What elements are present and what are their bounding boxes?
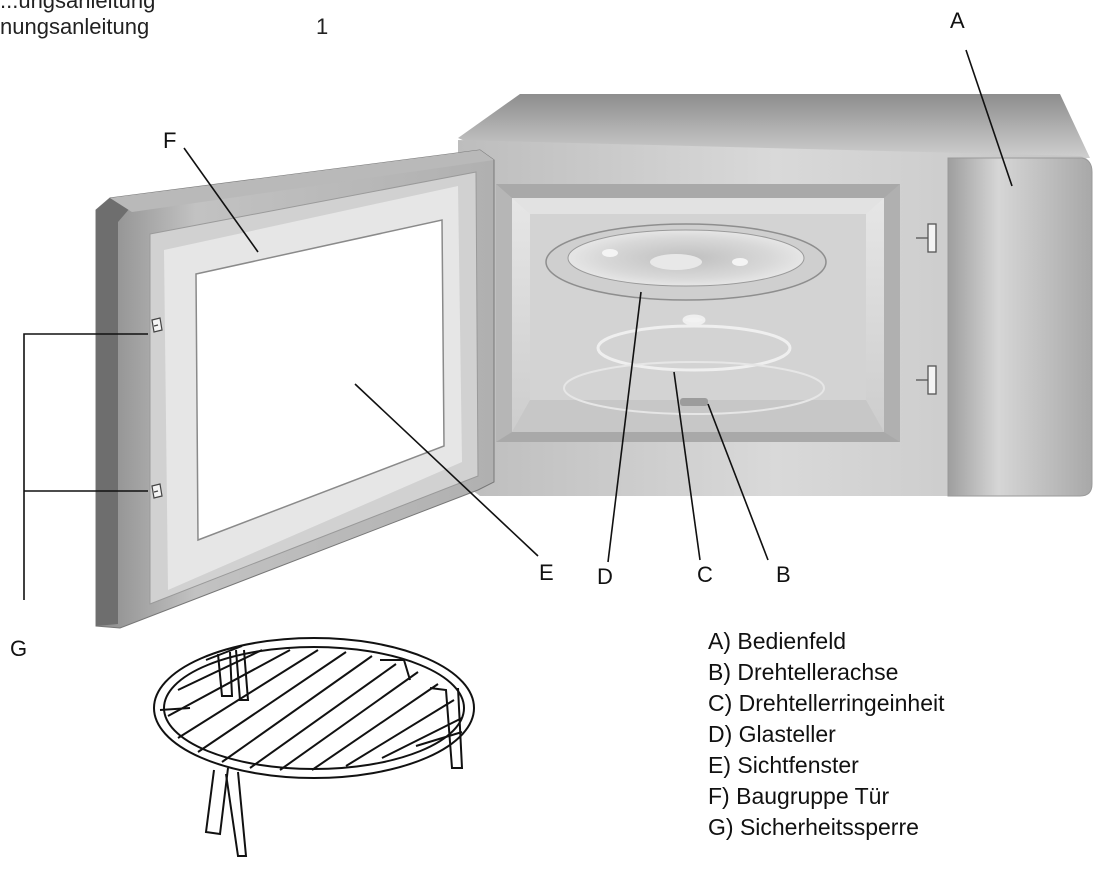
turntable-ring (563, 314, 825, 415)
body-top-surface (458, 94, 1090, 158)
legend-item-d: D) Glasteller (708, 721, 836, 747)
callout-f: F (163, 128, 177, 153)
glass-plate (545, 223, 827, 301)
wire-rack (153, 637, 475, 857)
callout-b: B (776, 562, 791, 587)
legend-item-f: F) Baugruppe Tür (708, 783, 890, 809)
callout-d: D (597, 564, 613, 589)
door-assembly (95, 149, 495, 629)
leader-c (673, 371, 701, 561)
legend-item-b: B) Drehtellerachse (708, 659, 899, 685)
parts-legend: A) Bedienfeld B) Drehtellerachse C) Dreh… (708, 626, 945, 843)
control-panel (947, 157, 1093, 497)
callout-a: A (950, 8, 965, 33)
leader-f (183, 147, 259, 253)
legend-item-c: C) Drehtellerringeinheit (708, 690, 945, 716)
leader-g-upper (23, 333, 148, 600)
leader-e (354, 383, 539, 557)
viewing-window (195, 219, 445, 542)
door-latch-slots (916, 223, 937, 395)
legend-item-g: G) Sicherheitssperre (708, 814, 919, 840)
safety-latch (151, 317, 163, 499)
callout-g: G (10, 636, 28, 661)
leader-d (607, 291, 642, 563)
leader-a (965, 49, 1013, 187)
callout-e: E (539, 560, 554, 585)
legend-item-a: A) Bedienfeld (708, 628, 847, 654)
leader-b (707, 403, 769, 561)
header-line-1: ...ungsanleitung (0, 0, 156, 13)
callout-leaders (23, 49, 1013, 600)
page-number: 1 (316, 14, 329, 39)
callout-c: C (697, 562, 713, 587)
microwave-body (458, 94, 1093, 497)
legend-item-e: E) Sichtfenster (708, 752, 859, 778)
header-line-2: nungsanleitung (0, 14, 150, 39)
turntable-axle (680, 398, 708, 406)
